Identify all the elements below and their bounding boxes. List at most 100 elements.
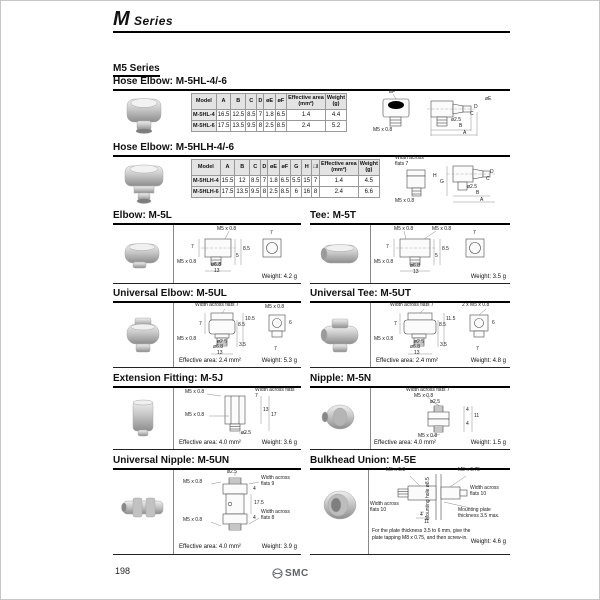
table-header-cell: B [230,93,247,110]
dim-label: 13 [217,350,223,356]
flats-label: Width across flats 7 [406,387,450,393]
value-cell: 15.5 [219,174,236,187]
section-universal-nipple: Universal Nipple: M-5UN ø2.5 M5 x 0.8 Wi… [113,455,301,555]
dim-label: øE [485,96,492,102]
section-bottom-rule [310,367,510,368]
dim-label: 4 [420,512,423,518]
thread-label: M5 x 0.8 [394,226,414,232]
value-cell: 7 [256,108,265,121]
thread-label: M5 x 0.8 [183,517,203,523]
value-cell: 17.5 [215,119,232,132]
dim-label: 11 [474,413,480,419]
group-title: M5 Series [113,63,160,77]
cell-divider [173,225,174,283]
page-number: 198 [115,566,131,576]
dim-label: ø2.5 [451,117,462,123]
section-bottom-rule [113,283,301,284]
weight-text: Weight: 3.9 g [261,544,297,550]
value-cell: 8 [256,119,265,132]
dim-label: 8.5 [238,322,245,328]
section-title: Elbow: M-5L [113,210,172,221]
table-header-cell: øF [274,93,288,110]
value-cell: 2.5 [267,185,280,198]
table-header-cell: B [234,159,251,176]
thread-label: 2 x M5 x 0.8 [462,302,490,308]
dim-label: 13 [263,407,269,413]
table-header-cell: Effective area(mm²) [318,159,359,176]
section-rule [310,223,510,225]
thread-label: M5 x 0.8 [265,304,285,310]
model-cell: M-5HLH-6 [191,185,221,198]
technical-drawing: M5 x 0.8 7 7 5 8.5 M5 x 0.8 ø6.8 13 [177,226,297,275]
brand-logo-text: SMC [285,568,309,579]
table-header-cell: H [301,159,313,176]
table-header-cell: Weight(g) [357,159,380,176]
value-cell: 13.5 [230,119,247,132]
value-cell: 8 [260,185,269,198]
section-title: Universal Nipple: M-5UN [113,455,230,466]
table-header-cell: Weight(g) [324,93,348,110]
section-rule [113,386,301,388]
model-cell: M-5HL-4 [191,108,217,121]
dim-label: 7 [394,321,397,327]
product-photo [320,244,359,264]
section-rule [310,386,510,388]
weight-text: Weight: 4.6 g [470,539,506,545]
section-rule [310,301,510,303]
dim-label: øF [389,89,396,95]
value-cell: 17.5 [219,185,236,198]
dim-label: 13 [414,350,420,356]
flats-label: Width across flats 7 [390,302,434,308]
thread-label: M5 x 0.8 [374,336,394,342]
thread-label: M5 x 0.8 [185,389,205,395]
value-cell: 16 [301,185,313,198]
section-title: Hose Elbow: M-5HL-4/-6 [113,76,227,87]
table-header-cell: Model [191,93,217,110]
dim-label: 13 [413,269,419,275]
thread-label: M5 x 0.8 [414,393,434,399]
table-header-cell: C [249,159,262,176]
effective-area-text: Effective area: 2.4 mm² [179,358,241,364]
value-cell: 7 [260,174,269,187]
dim-label: C [470,111,474,117]
dim-label: 10.5 [245,316,255,322]
dim-label: 8.5 [243,246,250,252]
weight-text: Weight: 5.3 g [261,358,297,364]
technical-drawing: Width across flats 7 2 x M5 x 0.8 7 8.5 … [374,302,506,357]
product-photo [323,490,357,520]
section-universal-tee: Universal Tee: M-5UT Width across flats … [310,288,510,368]
dim-label: ø2.5 [227,469,238,475]
dim-label: 7 [473,230,476,236]
dim-label: ø2.5 [414,339,425,345]
dim-label: 17 [271,412,277,418]
section-bottom-rule [113,554,301,555]
section-rule [113,155,510,157]
table-header-cell: D [256,93,265,110]
flats-label: Width across flats 7 [195,302,239,308]
thread-label: M8 x 0.75 [458,467,480,473]
table-header-cell: A [215,93,232,110]
dim-label: G [440,179,444,185]
section-bottom-rule [113,367,301,368]
technical-drawing: Width across flats 7 M5 x 0.8 ø2.5 4 11 … [372,387,506,440]
section-rule [113,89,510,91]
brand-logo-icon [272,568,283,579]
section-universal-elbow: Universal Elbow: M-5UL Width across flat… [113,288,301,368]
dim-label: 7 [476,346,479,352]
section-extension-fitting: Extension Fitting: M-5J M5 x 0.8 Width a… [113,373,301,450]
section-title: Tee: M-5T [310,210,356,221]
value-cell: 6.6 [357,185,380,198]
effective-area-text: Effective area: 4.0 mm² [179,544,241,550]
section-bottom-rule [310,283,510,284]
dim-label: 4 [253,515,256,521]
dim-label: 11 [424,519,430,525]
value-cell: 8.5 [249,174,262,187]
product-photo [124,164,164,204]
section-rule [113,468,301,470]
weight-text: Weight: 3.6 g [261,440,297,446]
title-rule [113,31,510,33]
